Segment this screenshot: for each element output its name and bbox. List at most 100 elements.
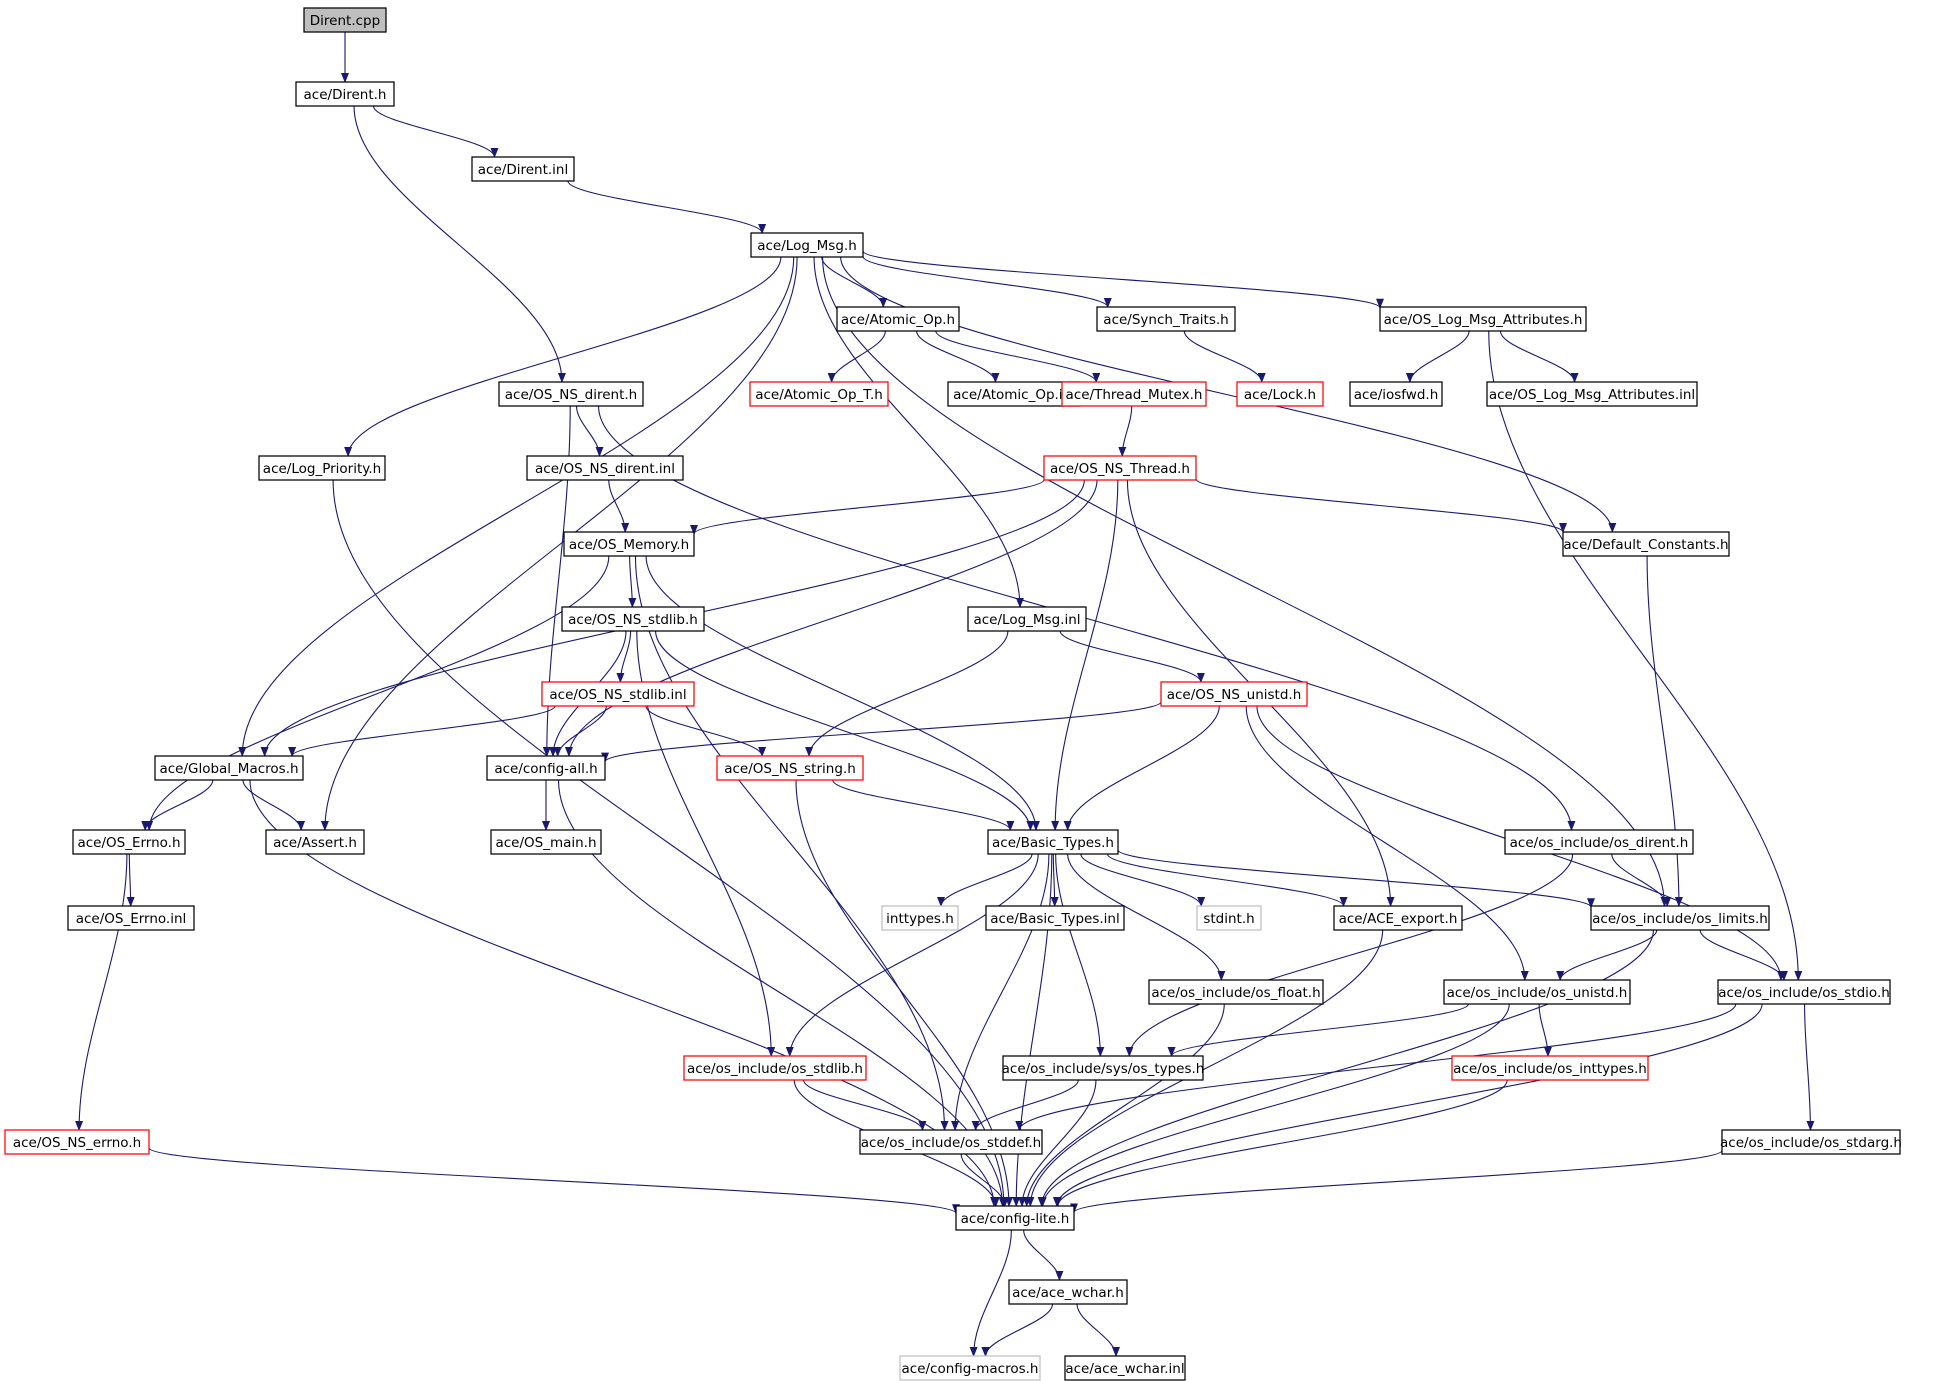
node-basic-types-h[interactable]: ace/Basic_Types.h	[987, 829, 1119, 855]
node-box[interactable]	[881, 905, 959, 931]
node-box[interactable]	[1096, 306, 1236, 332]
node-basic-types-inl[interactable]: ace/Basic_Types.inl	[985, 905, 1125, 931]
node-box[interactable]	[985, 905, 1125, 931]
node-log-msg-h[interactable]: ace/Log_Msg.h	[750, 232, 864, 258]
node-os-stdlib-h[interactable]: ace/os_include/os_stdlib.h	[683, 1055, 867, 1081]
node-box[interactable]	[541, 681, 695, 707]
node-os-errno-h[interactable]: ace/OS_Errno.h	[72, 829, 186, 855]
node-box[interactable]	[1148, 979, 1324, 1005]
node-os-dirent-h[interactable]: ace/os_include/os_dirent.h	[1504, 829, 1694, 855]
node-config-lite-h[interactable]: ace/config-lite.h	[955, 1205, 1075, 1231]
node-os-unistd-h[interactable]: ace/os_include/os_unistd.h	[1443, 979, 1631, 1005]
node-box[interactable]	[1590, 905, 1770, 931]
node-box[interactable]	[1349, 381, 1443, 407]
node-lock-h[interactable]: ace/Lock.h	[1236, 381, 1324, 407]
node-box[interactable]	[1196, 905, 1262, 931]
node-box[interactable]	[1333, 905, 1463, 931]
node-global-macros-h[interactable]: ace/Global_Macros.h	[154, 755, 304, 781]
node-box[interactable]	[265, 829, 365, 855]
node-box[interactable]	[967, 606, 1087, 632]
node-box[interactable]	[295, 81, 395, 107]
node-box[interactable]	[561, 606, 705, 632]
node-default-constants-h[interactable]: ace/Default_Constants.h	[1562, 531, 1730, 557]
node-dirent-inl[interactable]: ace/Dirent.inl	[471, 156, 575, 182]
node-box[interactable]	[4, 1129, 150, 1155]
node-os-ns-stdlib-h[interactable]: ace/OS_NS_stdlib.h	[561, 606, 705, 632]
node-box[interactable]	[899, 1355, 1041, 1381]
node-os-log-msg-attr-inl[interactable]: ace/OS_Log_Msg_Attributes.inl	[1486, 381, 1698, 407]
node-config-macros-h[interactable]: ace/config-macros.h	[899, 1355, 1041, 1381]
node-box[interactable]	[1061, 381, 1207, 407]
node-log-msg-inl[interactable]: ace/Log_Msg.inl	[967, 606, 1087, 632]
node-box[interactable]	[859, 1129, 1043, 1155]
node-box[interactable]	[1562, 531, 1730, 557]
node-box[interactable]	[947, 381, 1081, 407]
node-box[interactable]	[498, 381, 644, 407]
node-box[interactable]	[471, 156, 575, 182]
node-assert-h[interactable]: ace/Assert.h	[265, 829, 365, 855]
node-os-main-h[interactable]: ace/OS_main.h	[490, 829, 602, 855]
node-iosfwd-h[interactable]: ace/iosfwd.h	[1349, 381, 1443, 407]
node-box[interactable]	[258, 455, 386, 481]
node-box[interactable]	[1721, 1129, 1901, 1155]
node-box[interactable]	[1002, 1055, 1204, 1081]
node-box[interactable]	[955, 1205, 1075, 1231]
node-os-ns-dirent-h[interactable]: ace/OS_NS_dirent.h	[498, 381, 644, 407]
node-os-ns-dirent-inl[interactable]: ace/OS_NS_dirent.inl	[526, 455, 684, 481]
node-box[interactable]	[1504, 829, 1694, 855]
node-os-ns-thread-h[interactable]: ace/OS_NS_Thread.h	[1043, 455, 1197, 481]
node-box[interactable]	[563, 531, 695, 557]
node-box[interactable]	[67, 905, 195, 931]
node-box[interactable]	[987, 829, 1119, 855]
node-atomic-op-t-h[interactable]: ace/Atomic_Op_T.h	[749, 381, 889, 407]
node-os-ns-unistd-h[interactable]: ace/OS_NS_unistd.h	[1160, 681, 1308, 707]
node-os-ns-errno-h[interactable]: ace/OS_NS_errno.h	[4, 1129, 150, 1155]
node-box[interactable]	[486, 755, 606, 781]
node-box[interactable]	[1717, 979, 1891, 1005]
node-box[interactable]	[1043, 455, 1197, 481]
node-os-stdio-h[interactable]: ace/os_include/os_stdio.h	[1717, 979, 1891, 1005]
node-sys-os-types-h[interactable]: ace/os_include/sys/os_types.h	[1002, 1055, 1205, 1081]
node-box[interactable]	[1064, 1355, 1186, 1381]
node-os-errno-inl[interactable]: ace/OS_Errno.inl	[67, 905, 195, 931]
node-box[interactable]	[154, 755, 304, 781]
node-os-inttypes-h[interactable]: ace/os_include/os_inttypes.h	[1451, 1055, 1649, 1081]
node-box[interactable]	[526, 455, 684, 481]
node-box[interactable]	[1379, 306, 1587, 332]
node-os-limits-h[interactable]: ace/os_include/os_limits.h	[1590, 905, 1770, 931]
node-inttypes-h[interactable]: inttypes.h	[881, 905, 959, 931]
node-atomic-op-h[interactable]: ace/Atomic_Op.h	[836, 306, 960, 332]
node-atomic-op-inl[interactable]: ace/Atomic_Op.inl	[947, 381, 1081, 407]
node-log-priority-h[interactable]: ace/Log_Priority.h	[258, 455, 386, 481]
node-box[interactable]	[683, 1055, 867, 1081]
node-ace-wchar-h[interactable]: ace/ace_wchar.h	[1008, 1279, 1128, 1305]
node-box[interactable]	[1008, 1279, 1128, 1305]
node-box[interactable]	[750, 232, 864, 258]
node-os-float-h[interactable]: ace/os_include/os_float.h	[1148, 979, 1324, 1005]
node-ace-export-h[interactable]: ace/ACE_export.h	[1333, 905, 1463, 931]
node-box[interactable]	[749, 381, 889, 407]
node-box[interactable]	[716, 755, 864, 781]
node-box[interactable]	[490, 829, 602, 855]
node-thread-mutex-h[interactable]: ace/Thread_Mutex.h	[1061, 381, 1207, 407]
node-os-stddef-h[interactable]: ace/os_include/os_stddef.h	[859, 1129, 1043, 1155]
node-box[interactable]	[1160, 681, 1308, 707]
node-box[interactable]	[72, 829, 186, 855]
node-box[interactable]	[303, 7, 387, 33]
node-box[interactable]	[1236, 381, 1324, 407]
node-box[interactable]	[836, 306, 960, 332]
node-dirent-cpp[interactable]: Dirent.cpp	[303, 7, 387, 33]
node-stdint-h[interactable]: stdint.h	[1196, 905, 1262, 931]
node-os-ns-string-h[interactable]: ace/OS_NS_string.h	[716, 755, 864, 781]
node-os-memory-h[interactable]: ace/OS_Memory.h	[563, 531, 695, 557]
node-box[interactable]	[1451, 1055, 1649, 1081]
node-os-stdarg-h[interactable]: ace/os_include/os_stdarg.h	[1720, 1129, 1902, 1155]
node-box[interactable]	[1443, 979, 1631, 1005]
node-dirent-h[interactable]: ace/Dirent.h	[295, 81, 395, 107]
node-os-log-msg-attr-h[interactable]: ace/OS_Log_Msg_Attributes.h	[1379, 306, 1587, 332]
node-synch-traits-h[interactable]: ace/Synch_Traits.h	[1096, 306, 1236, 332]
node-ace-wchar-inl[interactable]: ace/ace_wchar.inl	[1064, 1355, 1186, 1381]
node-os-ns-stdlib-inl[interactable]: ace/OS_NS_stdlib.inl	[541, 681, 695, 707]
node-box[interactable]	[1486, 381, 1698, 407]
node-config-all-h[interactable]: ace/config-all.h	[486, 755, 606, 781]
